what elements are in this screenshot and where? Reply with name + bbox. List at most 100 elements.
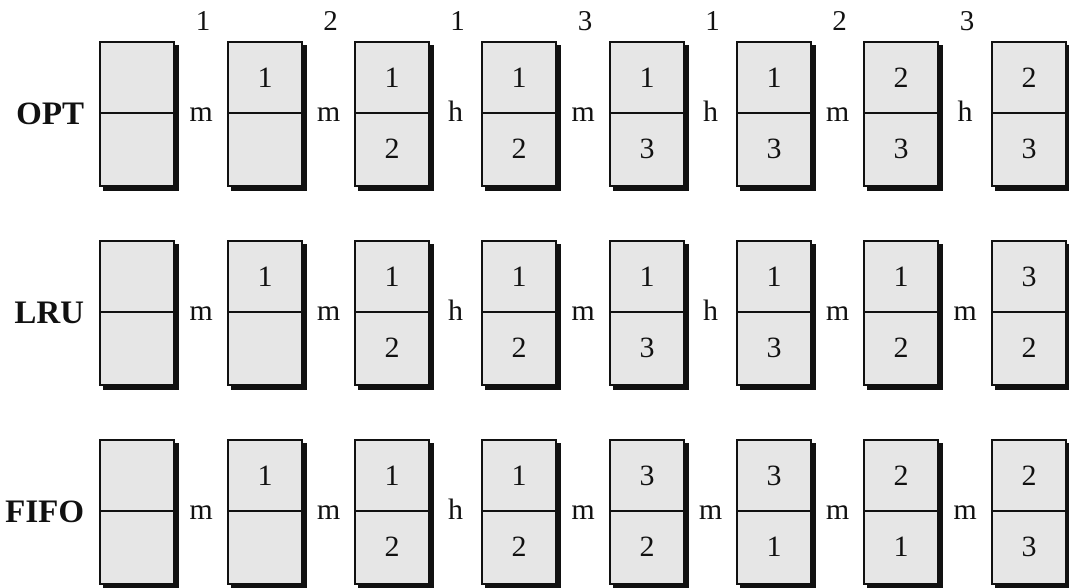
frame-box [99,240,175,386]
frame-slot-top [101,43,173,112]
row-label-fifo: FIFO [5,494,84,530]
frame-slot-top [101,242,173,311]
frame-divider [993,311,1065,313]
frame-slot-bottom [101,512,173,581]
frame-slot-bottom: 3 [766,331,782,364]
hit-marker: h [703,95,718,128]
frame-slot-top: 1 [511,260,527,293]
frame-box: 1 [227,41,303,187]
frame-slot-bottom: 2 [511,132,527,165]
frame-slot-top: 3 [766,459,782,492]
frame-divider [483,510,555,512]
hit-marker: h [448,493,463,526]
reference-value: 2 [832,5,847,37]
hit-marker: h [448,95,463,128]
frame-divider [993,112,1065,114]
miss-marker: m [571,493,595,526]
frame-slot-bottom: 3 [893,132,909,165]
frame-divider [356,112,428,114]
hit-marker: h [703,294,718,327]
miss-marker: m [316,95,341,128]
frame-divider [483,112,555,114]
frame-divider [356,510,428,512]
frame-divider [101,311,173,313]
frame-box [99,41,175,187]
frame-slot-bottom: 3 [1021,530,1037,563]
frame-slot-bottom: 3 [639,331,655,364]
frame-slot-bottom: 2 [893,331,909,364]
frame-slot-top: 2 [1021,61,1037,94]
frame-divider [738,311,810,313]
frame-slot-bottom: 2 [1021,331,1037,364]
frame-slot-top: 2 [1021,459,1037,492]
frame-divider [101,112,173,114]
miss-marker: m [316,493,341,526]
miss-marker: m [953,294,977,327]
frame-divider [101,510,173,512]
miss-marker: m [316,294,341,327]
miss-marker: m [189,493,213,526]
frame-slot-bottom [101,114,173,183]
frame-slot-top: 1 [639,61,655,94]
frame-divider [229,311,301,313]
miss-marker: m [189,95,213,128]
frame-slot-top: 1 [384,260,400,293]
frame-slot-bottom [101,313,173,382]
frame-slot-top: 3 [639,459,655,492]
row-label-lru: LRU [14,295,84,331]
miss-marker: m [825,294,850,327]
hit-marker: h [448,294,463,327]
reference-value: 1 [195,5,211,37]
frame-divider [229,510,301,512]
frame-slot-bottom [229,313,301,382]
miss-marker: m [953,493,977,526]
frame-divider [738,510,810,512]
miss-marker: m [698,493,723,526]
frame-divider [738,112,810,114]
frame-divider [229,112,301,114]
frame-slot-top: 1 [257,459,273,492]
frame-divider [356,311,428,313]
frame-slot-bottom: 2 [511,331,527,364]
frame-slot-bottom: 3 [1021,132,1037,165]
frame-slot-bottom: 2 [511,530,527,563]
frame-slot-bottom: 2 [384,530,400,563]
miss-marker: m [571,294,595,327]
frame-slot-top: 1 [639,260,655,293]
hit-marker: h [957,95,973,128]
frame-divider [611,311,683,313]
reference-value: 3 [577,5,593,37]
frame-slot-bottom: 1 [893,530,909,563]
row-label-opt: OPT [16,96,84,132]
frame-slot-top: 1 [766,61,782,94]
frame-slot-top: 1 [511,459,527,492]
frame-divider [865,510,937,512]
frame-slot-top: 1 [511,61,527,94]
reference-value: 1 [450,5,465,37]
frame-divider [611,112,683,114]
miss-marker: m [571,95,595,128]
miss-marker: m [825,95,850,128]
frame-divider [993,510,1065,512]
frame-slot-bottom: 2 [384,132,400,165]
frame-slot-top [101,441,173,510]
frame-slot-top: 1 [257,61,273,94]
frame-slot-top: 1 [384,459,400,492]
frame-slot-bottom: 1 [766,530,782,563]
miss-marker: m [189,294,213,327]
frame-divider [865,311,937,313]
frame-divider [865,112,937,114]
frame-slot-top: 1 [893,260,909,293]
frame-slot-top: 1 [766,260,782,293]
frame-slot-bottom [229,512,301,581]
